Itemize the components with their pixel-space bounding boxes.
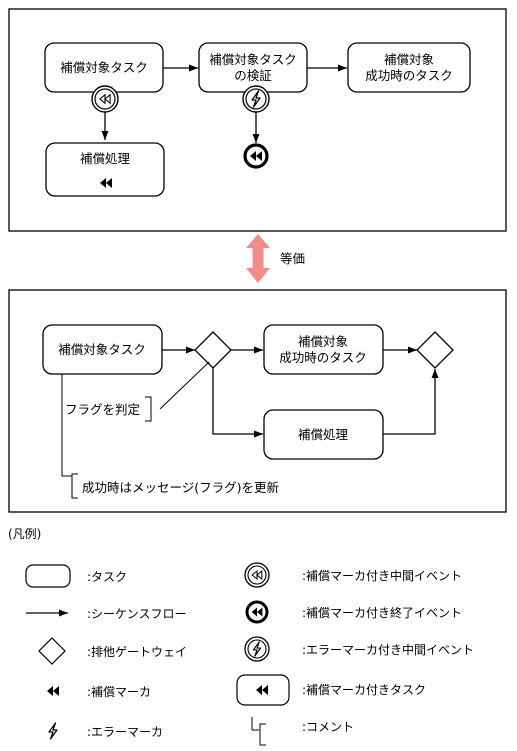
bottom-task-success-label-2: 成功時のタスク [279, 350, 367, 365]
legend-label-compensation-marker: :補償マーカ [87, 685, 151, 699]
bottom-exclusive-gateway-2 [416, 331, 454, 369]
legend-label-sequence-flow: :シーケンスフロー [87, 607, 186, 621]
comment-update-label: 成功時はメッセージ(フラグ)を更新 [82, 480, 279, 495]
error-marker-icon [48, 722, 58, 740]
bottom-compensation-task: 補償処理 [263, 409, 384, 460]
top-task-verify-label-1: 補償対象タスク [209, 52, 297, 67]
bottom-task-compensated-label: 補償対象タスク [58, 342, 146, 357]
top-task-verify: 補償対象タスク の検証 [198, 42, 308, 93]
bottom-exclusive-gateway-1 [194, 331, 232, 369]
top-task-success-label-1: 補償対象 [384, 52, 434, 67]
compensation-end-event-icon [245, 600, 269, 624]
error-intermediate-event-icon [242, 85, 270, 113]
legend-item-compensation-task: :補償マーカ付きタスク [236, 674, 426, 706]
top-task-success: 補償対象 成功時のタスク [347, 42, 471, 93]
legend-item-task: :タスク [25, 564, 127, 588]
legend-item-error-marker: :エラーマーカ [48, 722, 163, 740]
top-task-compensated: 補償対象タスク [44, 42, 164, 93]
equivalence-double-arrow [246, 234, 270, 283]
comment-bracket-icon [251, 717, 266, 746]
bottom-task-success-label-1: 補償対象 [298, 334, 348, 349]
legend-item-error-intermediate: :エラーマーカ付き中間イベント [244, 636, 474, 662]
legend-title: (凡例) [8, 527, 41, 541]
legend-label-error-intermediate: :エラーマーカ付き中間イベント [302, 642, 474, 657]
compensation-intermediate-event-icon [91, 85, 119, 113]
compensation-intermediate-event-icon [244, 562, 270, 588]
equivalence-label: 等価 [280, 251, 305, 266]
compensation-marker-icon [47, 686, 59, 696]
error-intermediate-event-icon [244, 636, 270, 662]
comment-update: 成功時はメッセージ(フラグ)を更新 [61, 374, 279, 499]
bottom-diagram-frame [8, 289, 507, 513]
comment-flag-check: フラグを判定 [65, 361, 210, 422]
legend-item-comment: :コメント [251, 717, 354, 746]
legend-label-gateway: :排他ゲートウェイ [87, 645, 187, 659]
bottom-task-success: 補償対象 成功時のタスク [263, 324, 384, 375]
comment-flag-check-label: フラグを判定 [65, 402, 140, 417]
legend-item-gateway: :排他ゲートウェイ [38, 637, 187, 665]
legend-label-comment: :コメント [302, 720, 354, 734]
bottom-task-compensated: 補償対象タスク [42, 324, 163, 375]
bottom-flow-compensation-gateway [383, 369, 439, 435]
legend-label-compensation-task: :補償マーカ付きタスク [302, 683, 426, 697]
legend-label-compensation-end: :補償マーカ付き終了イベント [302, 605, 462, 620]
top-diagram-frame [8, 8, 507, 232]
top-task-compensated-label: 補償対象タスク [60, 60, 148, 75]
top-compensation-task-label: 補償処理 [80, 151, 131, 166]
legend-item-compensation-marker: :補償マーカ [47, 685, 151, 699]
top-task-success-label-2: 成功時のタスク [365, 68, 453, 83]
legend-item-sequence-flow: :シーケンスフロー [26, 607, 186, 621]
bottom-flow-gateway-compensation [212, 368, 263, 438]
compensation-task-icon [236, 674, 290, 706]
legend-label-error-marker: :エラーマーカ [87, 725, 163, 739]
top-task-verify-label-2: の検証 [234, 68, 272, 83]
legend-label-compensation-intermediate: :補償マーカ付き中間イベント [302, 568, 462, 583]
exclusive-gateway-icon [38, 637, 66, 665]
legend-item-compensation-end: :補償マーカ付き終了イベント [245, 600, 462, 624]
top-compensation-task: 補償処理 [45, 142, 165, 197]
bottom-compensation-task-label: 補償処理 [298, 427, 349, 442]
legend-label-task: :タスク [87, 570, 127, 584]
task-shape-icon [25, 564, 71, 588]
legend-item-compensation-intermediate: :補償マーカ付き中間イベント [244, 562, 462, 588]
compensation-end-event-icon [243, 143, 269, 169]
